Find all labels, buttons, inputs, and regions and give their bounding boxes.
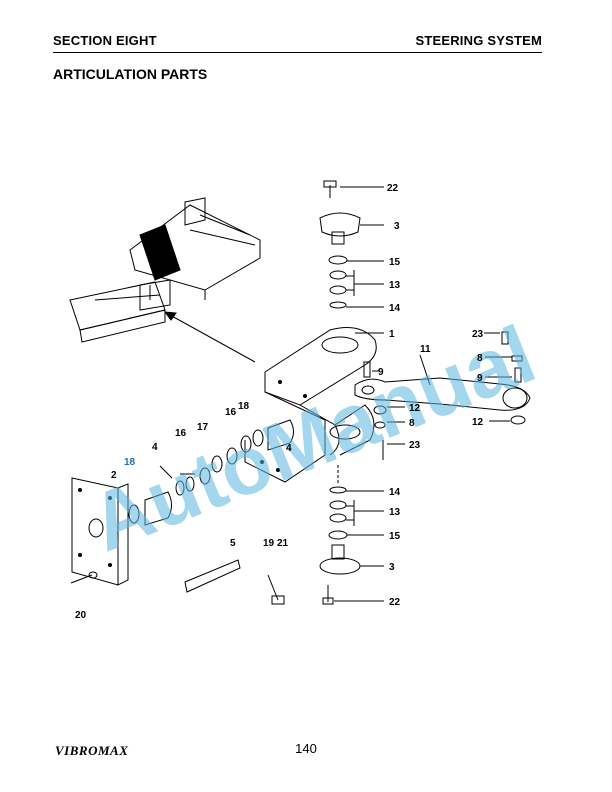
callout-19: 19: [263, 538, 275, 549]
callout-9-right: 9: [477, 373, 483, 384]
callout-17: 17: [197, 422, 209, 433]
callout-8-left: 8: [409, 418, 415, 429]
callout-14-top: 14: [389, 303, 401, 314]
page-number: 140: [295, 741, 317, 756]
callout-22-top: 22: [387, 183, 399, 194]
vibromax-logo: VIBROMAX: [55, 743, 129, 758]
callout-23-left: 23: [409, 440, 421, 451]
callout-3-bottom: 3: [389, 562, 395, 573]
callout-15-top: 15: [389, 257, 401, 268]
page-title: ARTICULATION PARTS: [53, 66, 208, 82]
loose-parts: [70, 559, 285, 605]
section-heading: SECTION EIGHT: [53, 33, 157, 48]
callout-1: 1: [389, 329, 395, 340]
callout-14-bottom: 14: [389, 487, 401, 498]
chapter-heading: STEERING SYSTEM: [415, 33, 542, 48]
callout-20: 20: [75, 610, 87, 621]
leader-lines: [159, 186, 512, 602]
callout-12-left: 12: [409, 403, 421, 414]
callout-23-right: 23: [472, 329, 484, 340]
machine-frame-illustration: [69, 197, 261, 343]
callout-18-upper: 18: [238, 401, 250, 412]
leader-arrow: [169, 314, 256, 363]
callout-2: 2: [111, 470, 117, 481]
callout-12-right: 12: [472, 417, 484, 428]
callout-18-lower: 18: [124, 457, 136, 468]
callout-16-upper: 16: [225, 407, 237, 418]
callout-4-left: 4: [152, 442, 158, 453]
callout-8-right: 8: [477, 353, 483, 364]
upper-pin-stack: [319, 180, 361, 309]
steering-cylinder: [354, 331, 531, 460]
callout-22-bottom: 22: [389, 597, 401, 608]
callout-13-bottom: 13: [389, 507, 401, 518]
arrow-head: [163, 311, 177, 321]
mounting-plate: [71, 477, 129, 586]
callout-9-left: 9: [378, 367, 384, 378]
callout-3-top: 3: [394, 221, 400, 232]
header-rule: [53, 52, 542, 53]
callout-21: 21: [277, 538, 289, 549]
callout-11: 11: [420, 344, 431, 355]
callout-16-lower: 16: [175, 428, 187, 439]
callout-5: 5: [230, 538, 236, 549]
watermark: AutoManual: [78, 309, 547, 569]
callout-4-right: 4: [286, 443, 292, 454]
articulation-link: [244, 327, 377, 483]
horizontal-pin-stack: [128, 419, 294, 526]
callout-13-top: 13: [389, 280, 401, 291]
callout-15-bottom: 15: [389, 531, 401, 542]
